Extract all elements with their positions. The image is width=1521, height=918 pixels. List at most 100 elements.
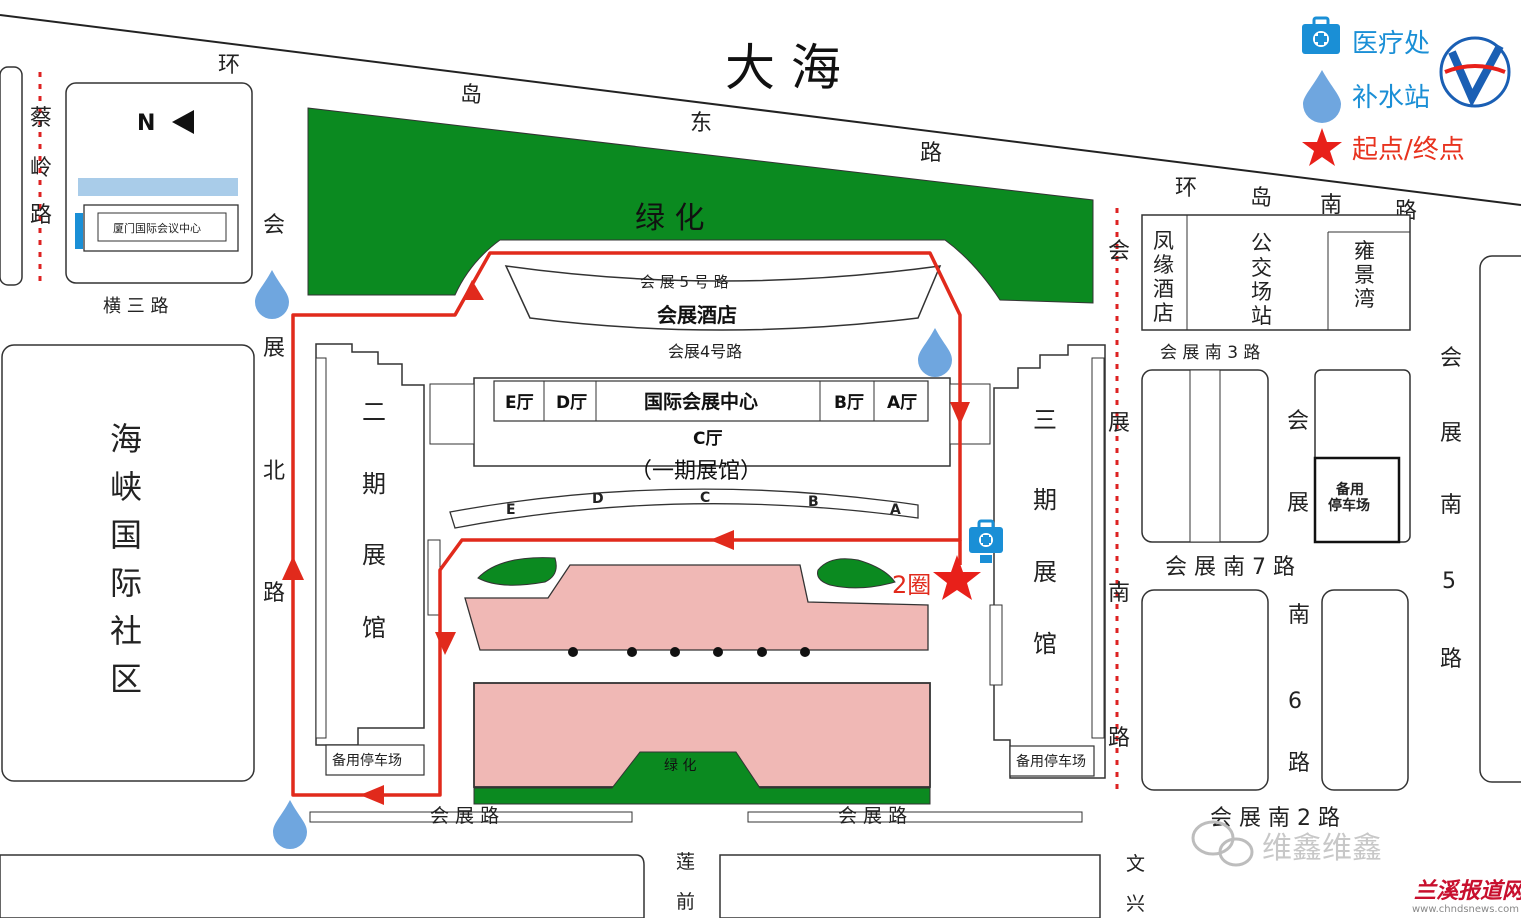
green-label-bottom: 绿 化 — [664, 758, 696, 774]
star-icon — [1302, 128, 1342, 166]
water-station-icon — [255, 270, 289, 319]
road-cailing: 蔡 岭 路 — [30, 106, 52, 228]
svg-text:www.chndsnews.com: www.chndsnews.com — [1412, 904, 1519, 915]
phase2-side-strip — [315, 357, 327, 739]
arrow-up-icon — [282, 556, 304, 580]
svg-text:公: 公 — [1251, 231, 1272, 255]
start-finish-star-icon — [933, 555, 981, 600]
svg-text:会: 会 — [1108, 239, 1130, 264]
svg-text:展: 展 — [1108, 411, 1130, 436]
block-bottom-mid — [719, 854, 1101, 918]
svg-text:医疗处: 医疗处 — [1352, 29, 1430, 59]
bus-station-label: 公 交 场 站 — [1251, 231, 1272, 328]
water-station-icon — [918, 328, 952, 377]
green-area-bottom — [473, 751, 931, 805]
svg-text:路: 路 — [263, 581, 285, 606]
svg-text:场: 场 — [1251, 280, 1272, 304]
svg-text:南: 南 — [1440, 493, 1462, 518]
block-right-bottom-right — [1321, 589, 1409, 791]
svg-text:补水站: 补水站 — [1352, 83, 1430, 113]
svg-text:起点/终点: 起点/终点 — [1352, 135, 1465, 165]
route-laps-label: 2圈 — [892, 571, 931, 599]
svg-text:二: 二 — [362, 398, 386, 426]
svg-text:5: 5 — [1442, 569, 1456, 594]
conference-center-label: 厦门国际会议中心 — [113, 221, 201, 235]
road-huizhan-5hao: 会 展 5 号 路 — [640, 273, 729, 291]
road-huizhan-nan2: 会 展 南 2 路 — [1210, 806, 1340, 831]
map-legend: 医疗处 补水站 起点/终点 — [1302, 16, 1465, 166]
hall-b: B厅 — [834, 393, 864, 413]
svg-text:站: 站 — [1251, 304, 1272, 328]
svg-text:岛: 岛 — [460, 83, 482, 108]
site-watermark: 兰溪报道网 www.chndsnews.com — [1412, 878, 1521, 915]
svg-text:酒: 酒 — [1153, 277, 1174, 301]
hall-d: D厅 — [556, 393, 587, 413]
block-top-left-edge — [0, 66, 23, 286]
svg-text:展: 展 — [362, 541, 386, 569]
svg-text:际: 际 — [110, 564, 142, 602]
svg-text:岛: 岛 — [1250, 186, 1272, 211]
race-route — [291, 251, 962, 797]
block-bottom-left — [0, 854, 645, 918]
road-huizhan-nan6: 南 6 路 — [1288, 603, 1310, 776]
phase3-label: 三 期 展 馆 — [1033, 406, 1057, 658]
green-lawn-left — [477, 557, 557, 586]
north-label: N — [137, 111, 155, 136]
road-huandao-dong: 环 岛 东 路 — [218, 53, 942, 166]
svg-text:南: 南 — [1288, 603, 1310, 628]
plaza-dots — [568, 647, 810, 657]
parking-right-label: 备用停车场 — [1016, 753, 1086, 770]
yongjing-bay-label: 雍 景 湾 — [1354, 239, 1375, 311]
svg-text:国: 国 — [110, 516, 142, 554]
green-area-top — [307, 107, 1094, 304]
road-lianqian: 莲 前 — [676, 851, 695, 913]
medical-icon — [1302, 16, 1340, 54]
svg-text:B: B — [808, 494, 819, 510]
arc-corridor — [449, 488, 919, 529]
svg-text:馆: 馆 — [362, 614, 386, 642]
logo-icon — [1439, 36, 1511, 108]
svg-text:交: 交 — [1251, 256, 1272, 280]
svg-text:缘: 缘 — [1153, 253, 1174, 277]
haixia-block — [1, 344, 255, 782]
svg-text:E: E — [506, 502, 516, 518]
svg-text:路: 路 — [1440, 647, 1462, 672]
road-strip-right — [747, 811, 1083, 823]
haixia-label: 海 峡 国 际 社 区 — [110, 420, 142, 698]
svg-text:文: 文 — [1126, 853, 1145, 875]
block-far-right — [1479, 255, 1521, 783]
svg-text:北: 北 — [263, 459, 285, 484]
svg-text:前: 前 — [676, 891, 695, 913]
svg-text:景: 景 — [1354, 263, 1375, 287]
svg-text:环: 环 — [1175, 176, 1197, 201]
svg-text:兰溪报道网: 兰溪报道网 — [1414, 878, 1521, 904]
medical-station-icon — [969, 519, 1003, 563]
svg-text:展: 展 — [1287, 491, 1309, 516]
svg-text:展: 展 — [1033, 558, 1057, 586]
svg-text:店: 店 — [1153, 301, 1174, 325]
phase3-side-strip — [1091, 357, 1105, 739]
road-huizhan-4hao: 会展4号路 — [668, 342, 742, 361]
arc-letters: E D C B A — [506, 490, 901, 518]
svg-text:区: 区 — [110, 660, 142, 698]
parking-left-label: 备用停车场 — [332, 752, 402, 769]
pink-plaza-lower — [473, 682, 931, 788]
road-huizhan-lu-left: 会 展 路 — [430, 805, 499, 827]
conference-wing — [75, 213, 83, 249]
road-strip-left — [309, 811, 633, 823]
svg-text:路: 路 — [1288, 751, 1310, 776]
strip-right — [989, 604, 1003, 686]
arrow-left-icon — [360, 785, 384, 805]
wechat-icon — [1191, 820, 1254, 867]
water-drop-icon — [1303, 70, 1341, 123]
spare-parking-line1: 备用 — [1335, 481, 1364, 498]
road-huizhan-nan3: 会 展 南 3 路 — [1160, 343, 1260, 363]
road-huizhan-nan5: 会 展 南 5 路 — [1440, 346, 1462, 672]
svg-text:C: C — [700, 490, 710, 506]
hotel-building — [504, 265, 942, 331]
road-huizhan-lu-right: 会 展 路 — [838, 805, 907, 827]
svg-text:湾: 湾 — [1354, 287, 1375, 311]
arrow-down-icon — [435, 632, 456, 655]
svg-text:展: 展 — [263, 336, 285, 361]
